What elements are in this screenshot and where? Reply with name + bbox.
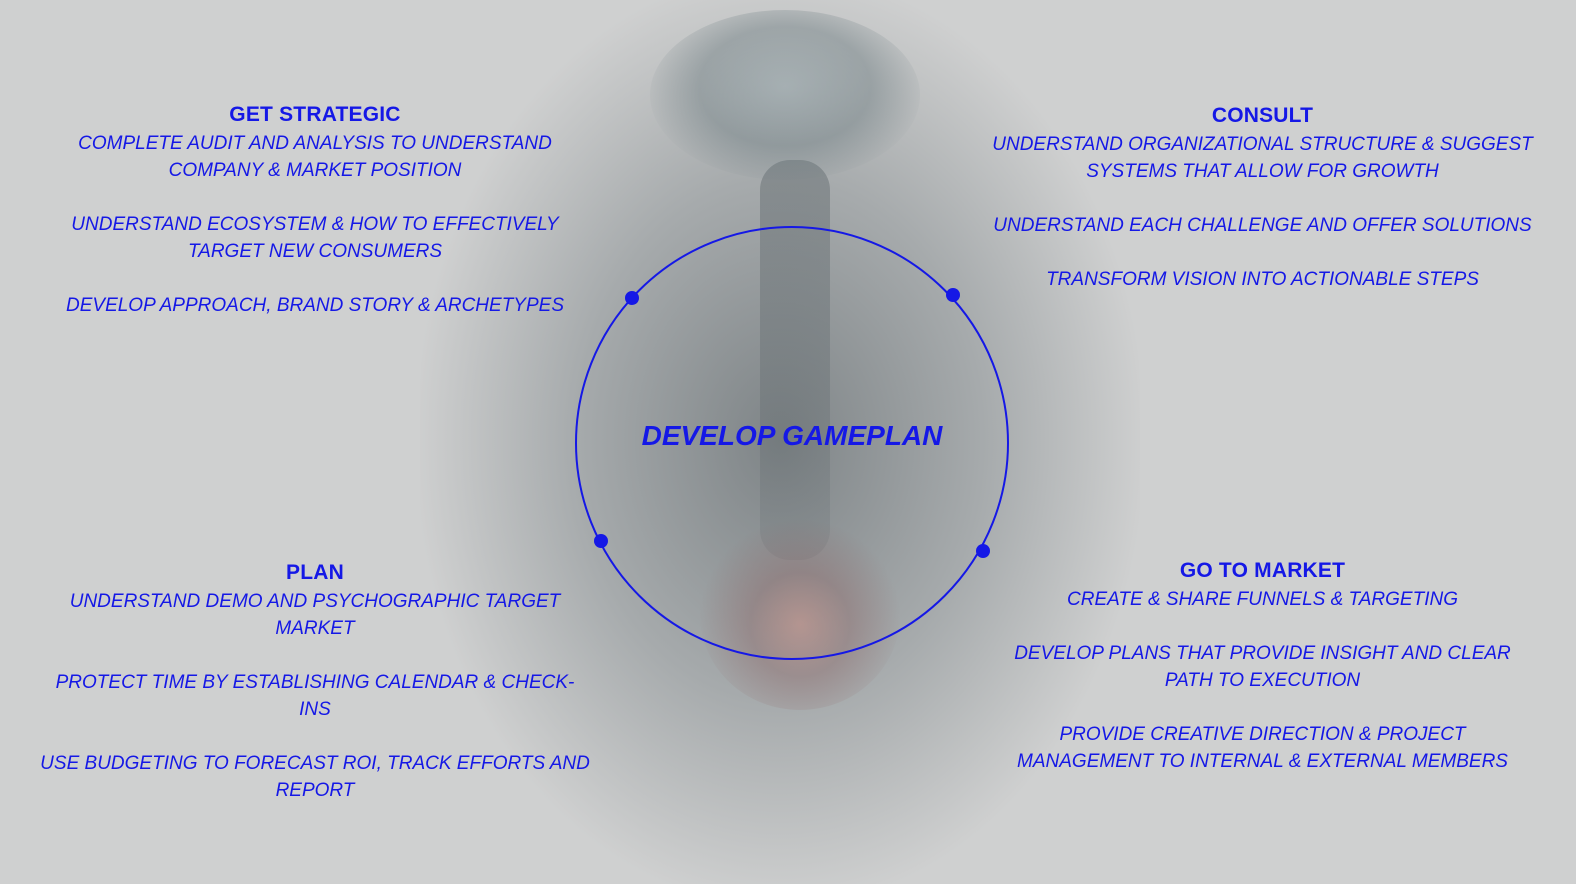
plan-item: USE BUDGETING TO FORECAST ROI, TRACK EFF… [40,753,590,801]
consult-item: UNDERSTAND EACH CHALLENGE AND OFFER SOLU… [993,215,1532,236]
rose-shape [650,10,920,180]
cycle-node-bottom-right [976,544,990,558]
plan-item: UNDERSTAND DEMO AND PSYCHOGRAPHIC TARGET… [69,591,561,639]
get-strategic-section: GET STRATEGIC COMPLETE AUDIT AND ANALYSI… [40,100,590,319]
plan-title: PLAN [286,561,344,584]
cycle-circle [575,226,1009,660]
consult-item: UNDERSTAND ORGANIZATIONAL STRUCTURE & SU… [992,134,1533,182]
consult-section: CONSULT UNDERSTAND ORGANIZATIONAL STRUCT… [990,101,1535,293]
consult-title: CONSULT [1211,104,1314,127]
cycle-node-top-left [625,291,639,305]
go-to-market-item: DEVELOP PLANS THAT PROVIDE INSIGHT AND C… [1014,643,1511,691]
cycle-node-top-right [946,288,960,302]
go-to-market-section: GO TO MARKET CREATE & SHARE FUNNELS & TA… [990,556,1535,775]
go-to-market-item: CREATE & SHARE FUNNELS & TARGETING [1067,589,1458,610]
cycle-node-bottom-left [594,534,608,548]
get-strategic-item: DEVELOP APPROACH, BRAND STORY & ARCHETYP… [66,295,564,316]
plan-section: PLAN UNDERSTAND DEMO AND PSYCHOGRAPHIC T… [40,558,590,804]
go-to-market-title: GO TO MARKET [1179,559,1346,582]
get-strategic-item: COMPLETE AUDIT AND ANALYSIS TO UNDERSTAN… [78,133,552,181]
flower-glow-shape [700,520,900,710]
plan-item: PROTECT TIME BY ESTABLISHING CALENDAR & … [55,672,575,720]
consult-item: TRANSFORM VISION INTO ACTIONABLE STEPS [1046,269,1479,290]
get-strategic-item: UNDERSTAND ECOSYSTEM & HOW TO EFFECTIVEL… [71,214,559,262]
go-to-market-item: PROVIDE CREATIVE DIRECTION & PROJECT MAN… [1017,724,1508,772]
center-title: DEVELOP GAMEPLAN [641,420,943,451]
get-strategic-title: GET STRATEGIC [229,103,401,126]
